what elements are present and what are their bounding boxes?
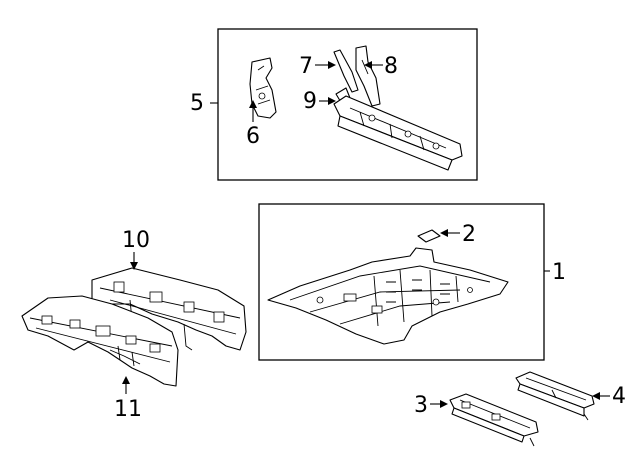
part-8-gusset[interactable]: [355, 45, 381, 107]
callout-11: 11: [114, 376, 142, 422]
callout-label-5: 5: [190, 91, 204, 116]
callout-label-7: 7: [299, 54, 313, 79]
part-10-front-panel[interactable]: [91, 267, 247, 351]
callout-label-10: 10: [122, 228, 150, 253]
callout-label-2: 2: [462, 222, 476, 247]
callout-4: 4: [592, 384, 626, 409]
callout-3: 3: [414, 393, 448, 418]
group-box-floor: [258, 203, 545, 361]
part-7-brace[interactable]: [333, 49, 359, 93]
part-4-floor-rail[interactable]: [515, 371, 595, 421]
rear-crossmember-rail[interactable]: [333, 95, 463, 171]
callout-8: 8: [364, 54, 398, 79]
part-2-patch-plate[interactable]: [417, 229, 441, 243]
callout-label-4: 4: [612, 384, 626, 409]
callout-5: 5: [190, 91, 218, 116]
part-1-floor-pan[interactable]: [267, 247, 509, 345]
callout-label-11: 11: [114, 397, 142, 422]
group-box-upper: [217, 28, 478, 181]
callout-1: 1: [544, 260, 566, 285]
callout-6: 6: [246, 100, 260, 149]
part-6-bracket[interactable]: [249, 57, 277, 119]
callout-label-6: 6: [246, 124, 260, 149]
callout-label-8: 8: [384, 54, 398, 79]
callout-label-1: 1: [552, 260, 566, 285]
part-11-rear-panel[interactable]: [21, 295, 179, 387]
callout-label-3: 3: [414, 393, 428, 418]
part-3-floor-rail[interactable]: [449, 393, 539, 447]
callout-7: 7: [299, 54, 336, 79]
callout-label-9: 9: [303, 89, 317, 114]
callout-9: 9: [303, 89, 336, 114]
callout-10: 10: [122, 228, 150, 270]
callout-2: 2: [440, 222, 476, 247]
